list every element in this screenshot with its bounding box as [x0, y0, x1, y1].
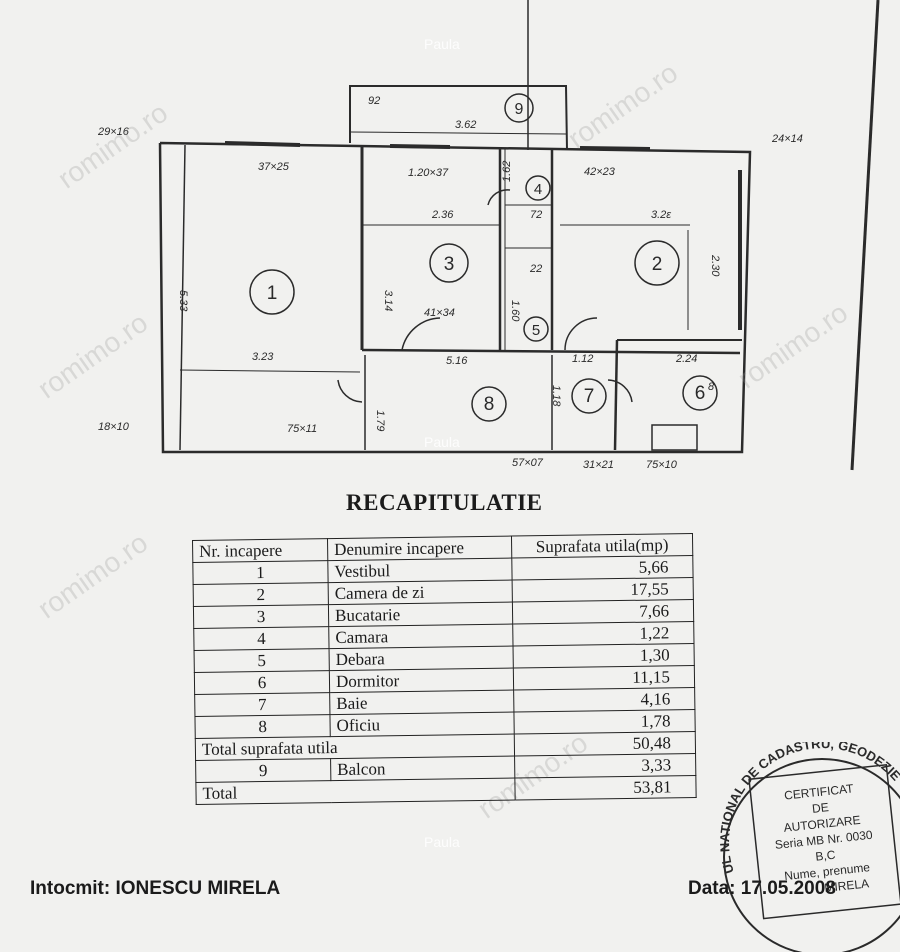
room-name: Oficiu [329, 712, 515, 737]
svg-text:DE: DE [811, 800, 829, 816]
svg-text:6: 6 [695, 383, 706, 404]
room-area: 5,66 [511, 555, 694, 581]
room-area: 1,78 [513, 709, 696, 735]
svg-text:41×34: 41×34 [424, 307, 455, 319]
room-number: 2 [193, 582, 329, 607]
svg-text:5.33: 5.33 [177, 290, 189, 312]
room-number: 8 [194, 714, 331, 739]
author-watermark: Paula [424, 834, 460, 850]
svg-text:1.12: 1.12 [572, 353, 593, 365]
svg-text:1.18: 1.18 [550, 385, 562, 407]
room-number: 1 [192, 560, 329, 585]
room-area: 4,16 [513, 687, 695, 713]
svg-text:1.79: 1.79 [374, 410, 386, 431]
svg-text:1.20×37: 1.20×37 [408, 167, 449, 179]
room-number: 3 [193, 604, 329, 629]
svg-text:3.62: 3.62 [455, 119, 476, 131]
svg-text:2: 2 [652, 254, 663, 275]
svg-text:3.2ε: 3.2ε [651, 209, 671, 221]
authorization-stamp: UL NATIONAL DE CADASTRU, GEODEZIE CERTIF… [717, 742, 900, 952]
total-label: Total [195, 778, 516, 805]
svg-text:3.23: 3.23 [252, 351, 274, 363]
room-area: 3,33 [514, 753, 696, 779]
svg-text:2.24: 2.24 [675, 353, 697, 365]
surface-table: Nr. incapere Denumire incapere Suprafata… [192, 533, 697, 805]
room-area: 7,66 [512, 599, 694, 625]
date: Data: 17.05.2008 [688, 878, 836, 899]
recap-title: RECAPITULATIE [346, 490, 543, 515]
watermark: romimo.ro [32, 526, 154, 625]
svg-text:1.60: 1.60 [509, 300, 521, 322]
room-area: 1,22 [512, 621, 694, 647]
svg-text:8: 8 [708, 381, 715, 393]
svg-text:24×14: 24×14 [771, 133, 803, 145]
svg-text:CERTIFICAT: CERTIFICAT [783, 781, 854, 802]
subtotal-value: 50,48 [514, 731, 696, 757]
room-name: Balcon [330, 756, 515, 781]
room-name: Debara [329, 646, 514, 671]
svg-text:8: 8 [484, 394, 495, 415]
room-name: Bucatarie [328, 602, 513, 627]
svg-text:9: 9 [515, 101, 524, 118]
svg-text:MIRELA: MIRELA [824, 876, 870, 895]
svg-text:29×16: 29×16 [97, 126, 130, 138]
svg-text:22: 22 [529, 263, 542, 275]
room-name: Camara [328, 624, 514, 649]
total-value: 53,81 [514, 775, 697, 801]
svg-text:57×07: 57×07 [512, 457, 544, 469]
svg-text:31×21: 31×21 [583, 459, 614, 471]
room-name: Dormitor [329, 668, 514, 693]
column-header: Denumire incapere [327, 536, 512, 561]
svg-text:UL NATIONAL DE CADASTRU, GEODE: UL NATIONAL DE CADASTRU, GEODEZIE [717, 742, 900, 875]
svg-text:2.36: 2.36 [431, 209, 454, 221]
svg-text:72: 72 [530, 209, 542, 221]
svg-text:B,C: B,C [815, 848, 837, 864]
svg-text:1.62: 1.62 [501, 161, 513, 182]
room-number: 7 [194, 692, 330, 717]
room-area: 11,15 [513, 665, 695, 691]
svg-text:5.16: 5.16 [446, 355, 468, 367]
room-number: 4 [193, 626, 330, 651]
svg-text:7: 7 [584, 386, 595, 407]
svg-text:92: 92 [368, 95, 380, 107]
svg-text:2.30: 2.30 [709, 254, 721, 277]
column-header: Nr. incapere [192, 538, 328, 563]
room-number: 6 [194, 670, 330, 695]
room-name: Camera de zi [328, 580, 513, 605]
svg-text:42×23: 42×23 [584, 166, 616, 178]
prepared-by: Intocmit: IONESCU MIRELA [30, 878, 281, 899]
floor-plan: 1 2 3 4 5 6 7 8 9 92 3.62 29×16 24×14 37… [97, 0, 880, 471]
svg-text:75×11: 75×11 [287, 423, 317, 435]
svg-text:5: 5 [532, 322, 540, 339]
room-area: 17,55 [512, 577, 694, 603]
svg-text:3: 3 [444, 254, 455, 275]
svg-text:75×10: 75×10 [646, 459, 678, 471]
room-number: 9 [195, 758, 331, 783]
svg-text:37×25: 37×25 [258, 161, 290, 173]
room-name: Baie [329, 690, 514, 715]
svg-text:18×10: 18×10 [98, 421, 130, 433]
svg-text:4: 4 [534, 181, 542, 198]
svg-text:1: 1 [267, 283, 278, 304]
room-area: 1,30 [513, 643, 695, 669]
svg-text:3.14: 3.14 [382, 290, 394, 311]
room-name: Vestibul [327, 558, 513, 583]
column-header: Suprafata utila(mp) [511, 533, 693, 559]
room-number: 5 [194, 648, 330, 673]
